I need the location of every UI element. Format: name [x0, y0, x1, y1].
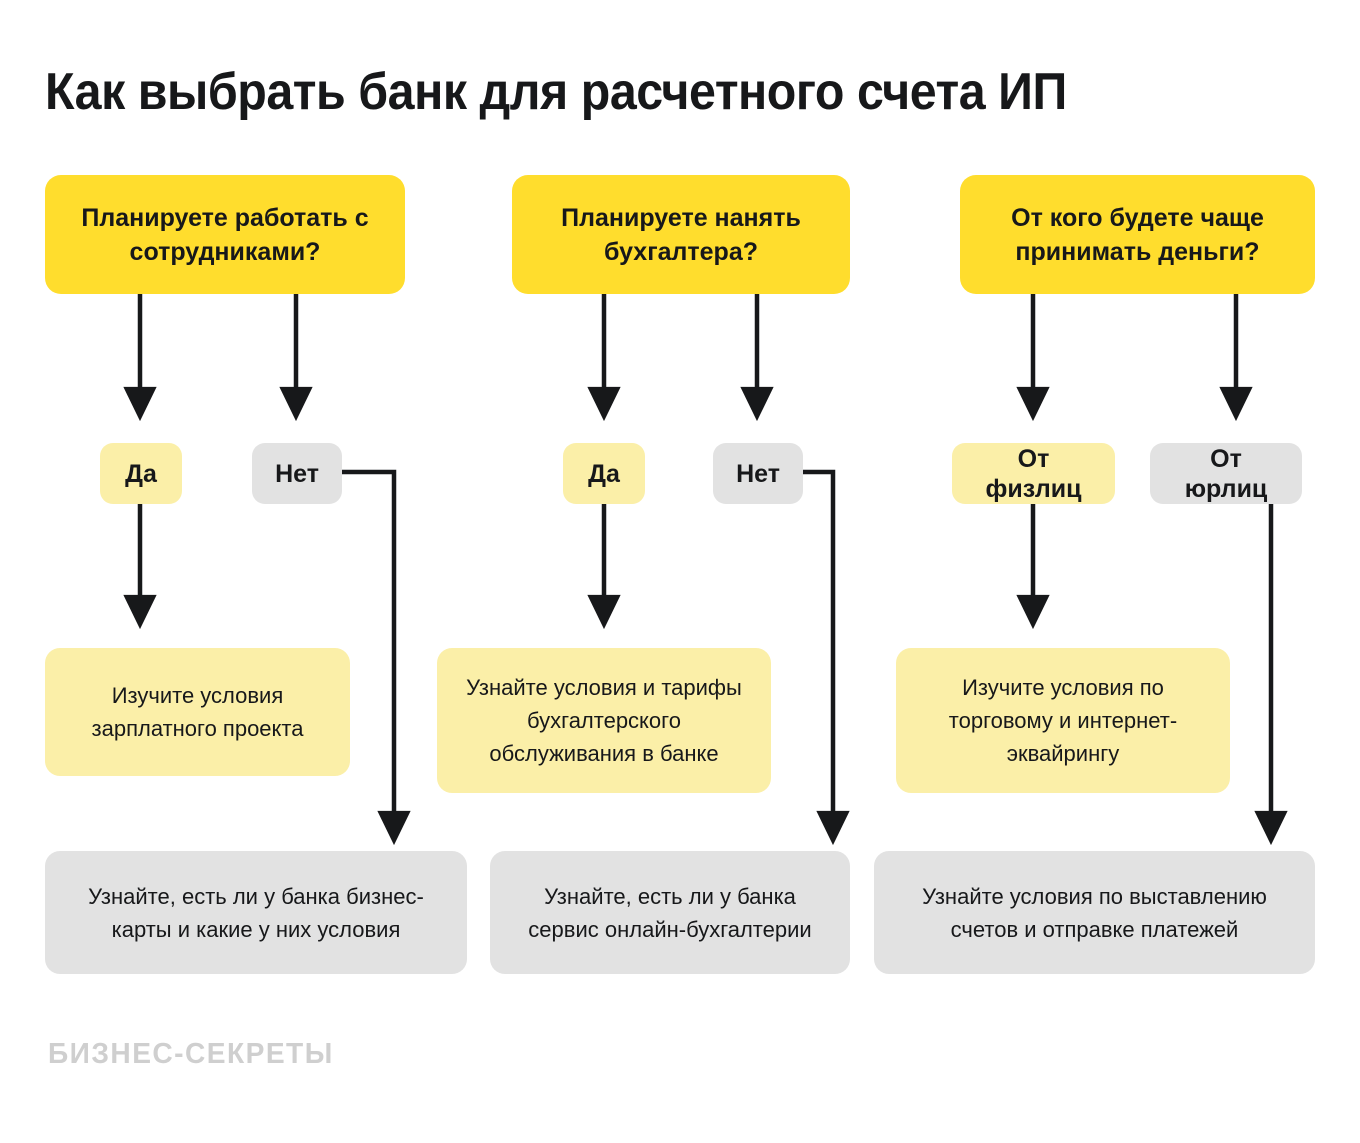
question-box-3[interactable]: От кого будете чаще принимать деньги?: [960, 175, 1315, 294]
connector-no1-outcome: [341, 469, 411, 846]
question-box-2[interactable]: Планируете нанять бухгалтера?: [512, 175, 850, 294]
question-box-1[interactable]: Планируете работать с сотрудниками?: [45, 175, 405, 294]
brand-logo: БИЗНЕС-СЕКРЕТЫ: [48, 1038, 334, 1070]
outcome-gray-1[interactable]: Узнайте, есть ли у банка бизнес-карты и …: [45, 851, 467, 974]
outcome-gray-2[interactable]: Узнайте, есть ли у банка сервис онлайн-б…: [490, 851, 850, 974]
choice-no-3[interactable]: От юрлиц: [1150, 443, 1302, 504]
outcome-yellow-2[interactable]: Узнайте условия и тарифы бухгалтерского …: [437, 648, 771, 793]
page-title: Как выбрать банк для расчетного счета ИП: [45, 63, 1067, 121]
choice-yes-1[interactable]: Да: [100, 443, 182, 504]
outcome-yellow-3[interactable]: Изучите условия по торговому и интернет-…: [896, 648, 1230, 793]
choice-no-2[interactable]: Нет: [713, 443, 803, 504]
choice-yes-2[interactable]: Да: [563, 443, 645, 504]
choice-no-1[interactable]: Нет: [252, 443, 342, 504]
choice-yes-3[interactable]: От физлиц: [952, 443, 1115, 504]
outcome-yellow-1[interactable]: Изучите условия зарплатного проекта: [45, 648, 350, 776]
outcome-gray-3[interactable]: Узнайте условия по выставлению счетов и …: [874, 851, 1315, 974]
connector-no2-outcome: [803, 469, 850, 846]
